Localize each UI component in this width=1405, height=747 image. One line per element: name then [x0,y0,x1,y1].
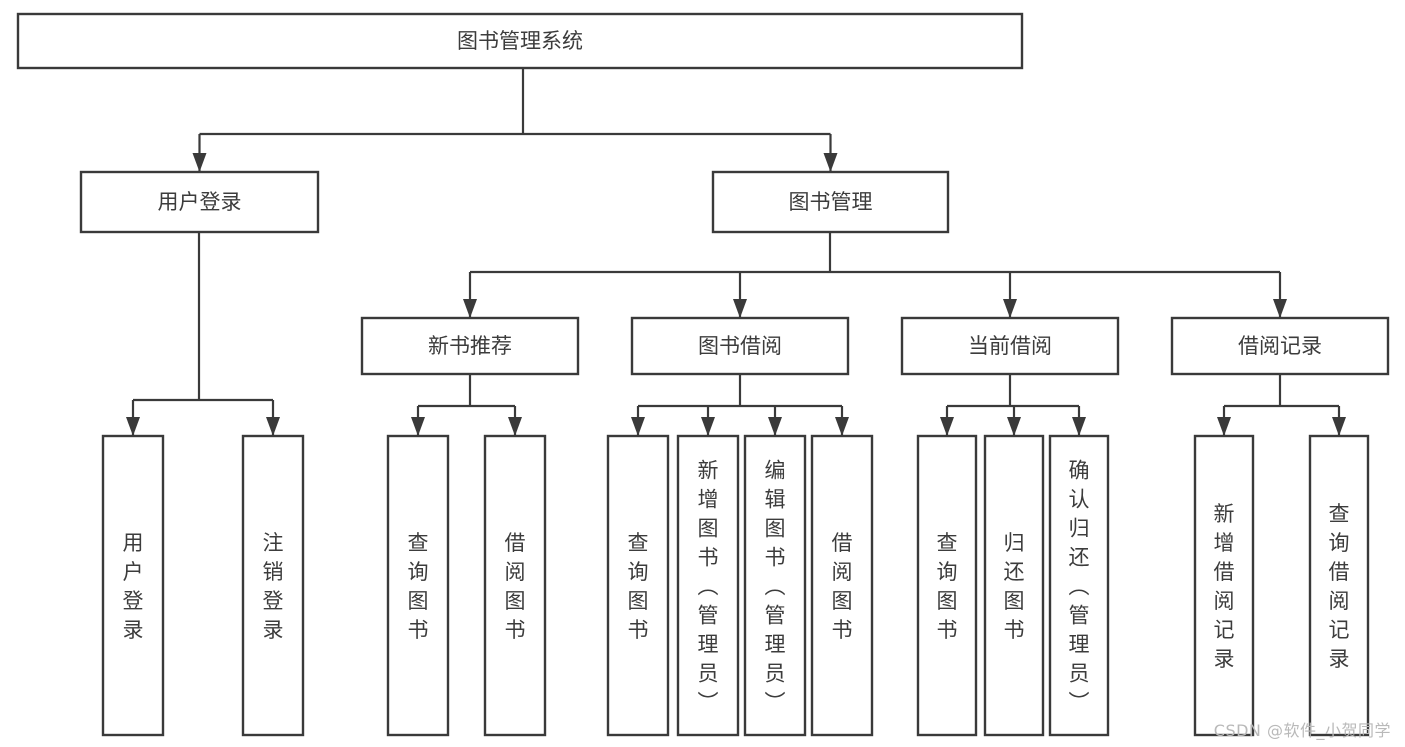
arrow-head-icon [1072,417,1086,436]
node-box-book-borrow [630,316,850,376]
node-book-borrow[interactable]: 图书借阅 [630,316,850,376]
node-leaf-add-borrow-record[interactable]: 新增借阅记录 [1193,434,1255,737]
node-box-leaf-user-login [101,434,165,737]
node-box-book-management [711,170,950,234]
arrow-head-icon [835,417,849,436]
node-user-login[interactable]: 用户登录 [79,170,320,234]
arrow-head-icon [508,417,522,436]
csdn-watermark: CSDN @软件_小贺同学 [1213,721,1391,740]
node-label-leaf-confirm-return: 确认归还︵管理员︶ [1069,459,1090,715]
arrow-head-icon [126,417,140,436]
node-leaf-add-book[interactable]: 新增图书︵管理员︶ [676,434,740,737]
node-box-current-borrow [900,316,1120,376]
node-leaf-query-book-3[interactable]: 查询图书 [916,434,978,737]
node-label-leaf-add-borrow-record: 新增借阅记录 [1214,502,1235,671]
node-box-new-book-recommend [360,316,580,376]
node-borrow-record[interactable]: 借阅记录 [1170,316,1390,376]
arrow-head-icon [411,417,425,436]
node-leaf-confirm-return[interactable]: 确认归还︵管理员︶ [1048,434,1110,737]
arrow-head-icon [463,299,477,318]
connector-user-login-to-leaves [126,232,280,436]
node-book-management[interactable]: 图书管理 [711,170,950,234]
node-label-leaf-borrow-book-2: 借阅图书 [832,531,853,642]
node-label-new-book-recommend: 新书推荐 [428,334,512,358]
node-box-leaf-return-book [983,434,1045,737]
node-new-book-recommend[interactable]: 新书推荐 [360,316,580,376]
arrow-head-icon [768,417,782,436]
node-current-borrow[interactable]: 当前借阅 [900,316,1120,376]
node-box-leaf-edit-book [743,434,807,737]
node-layer: 图书管理系统用户登录图书管理新书推荐图书借阅当前借阅借阅记录用户登录注销登录查询… [16,12,1390,737]
connector-current-borrow-to-leaves [940,374,1086,436]
connector-book-management-to-l2 [463,232,1287,318]
node-label-leaf-user-login: 用户登录 [123,531,144,642]
connector-borrow-record-to-leaves [1217,374,1346,436]
node-label-leaf-query-book-1: 查询图书 [408,531,429,642]
arrow-head-icon [192,153,207,172]
node-label-leaf-query-borrow-record: 查询借阅记录 [1329,502,1350,671]
arrow-head-icon [1007,417,1021,436]
node-label-leaf-user-logout: 注销登录 [263,531,284,642]
arrow-head-icon [1003,299,1017,318]
node-leaf-borrow-book-2[interactable]: 借阅图书 [810,434,874,737]
node-label-book-management: 图书管理 [789,190,873,214]
node-leaf-return-book[interactable]: 归还图书 [983,434,1045,737]
node-leaf-borrow-book-1[interactable]: 借阅图书 [483,434,547,737]
arrow-head-icon [631,417,645,436]
node-box-borrow-record [1170,316,1390,376]
connector-book-borrow-to-leaves [631,374,849,436]
node-box-root [16,12,1024,70]
node-label-book-borrow: 图书借阅 [698,334,782,358]
node-box-leaf-user-logout [241,434,305,737]
node-label-current-borrow: 当前借阅 [968,334,1052,358]
node-box-leaf-add-book [676,434,740,737]
node-label-borrow-record: 借阅记录 [1238,334,1322,358]
arrow-head-icon [1273,299,1287,318]
arrow-head-icon [1217,417,1231,436]
connector-root-to-l1 [192,68,838,172]
node-box-leaf-borrow-book-1 [483,434,547,737]
node-label-leaf-query-book-2: 查询图书 [628,531,649,642]
node-label-root: 图书管理系统 [457,29,583,53]
node-label-user-login: 用户登录 [158,190,242,214]
arrow-head-icon [1332,417,1346,436]
connector-layer [126,68,1346,436]
node-leaf-query-book-1[interactable]: 查询图书 [386,434,450,737]
node-leaf-query-book-2[interactable]: 查询图书 [606,434,670,737]
node-leaf-query-borrow-record[interactable]: 查询借阅记录 [1308,434,1370,737]
node-box-leaf-query-borrow-record [1308,434,1370,737]
node-label-leaf-add-book: 新增图书︵管理员︶ [698,459,719,715]
node-box-leaf-borrow-book-2 [810,434,874,737]
connector-new-book-recommend-to-leaves [411,374,522,436]
node-leaf-user-login[interactable]: 用户登录 [101,434,165,737]
node-leaf-edit-book[interactable]: 编辑图书︵管理员︶ [743,434,807,737]
node-root[interactable]: 图书管理系统 [16,12,1024,70]
node-label-leaf-return-book: 归还图书 [1004,531,1025,642]
arrow-head-icon [940,417,954,436]
node-label-leaf-borrow-book-1: 借阅图书 [505,531,526,642]
node-leaf-user-logout[interactable]: 注销登录 [241,434,305,737]
node-box-leaf-query-book-2 [606,434,670,737]
arrow-head-icon [266,417,280,436]
node-box-leaf-add-borrow-record [1193,434,1255,737]
node-label-leaf-query-book-3: 查询图书 [937,531,958,642]
arrow-head-icon [733,299,747,318]
arrow-head-icon [701,417,715,436]
node-box-user-login [79,170,320,234]
node-label-leaf-edit-book: 编辑图书︵管理员︶ [765,459,786,715]
node-box-leaf-confirm-return [1048,434,1110,737]
node-box-leaf-query-book-1 [386,434,450,737]
arrow-head-icon [823,153,838,172]
node-box-leaf-query-book-3 [916,434,978,737]
